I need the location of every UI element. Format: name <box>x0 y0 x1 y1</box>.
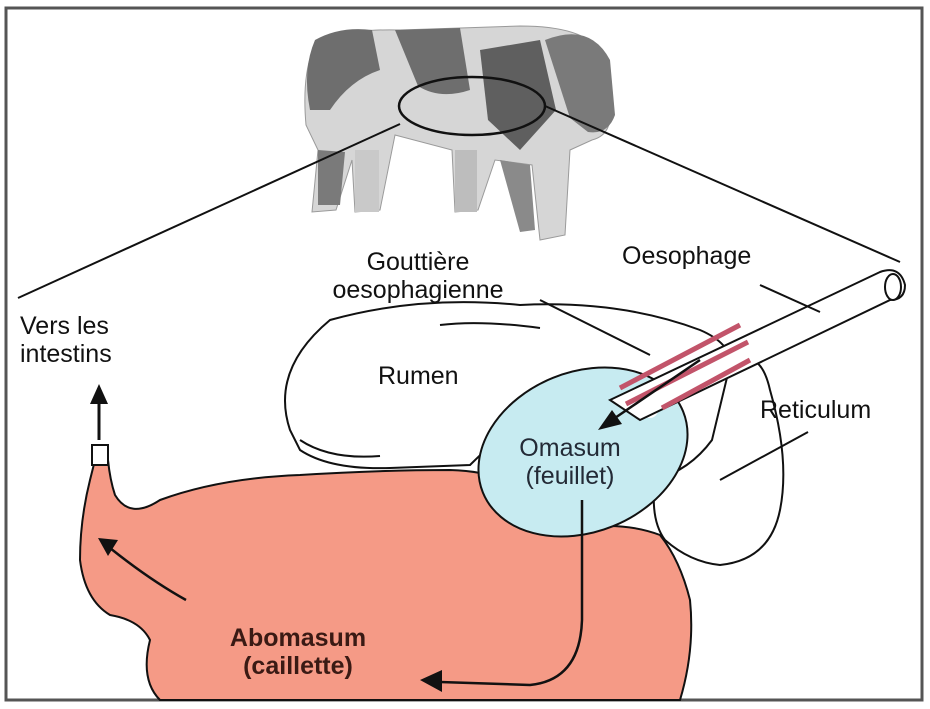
label-vers-intestins: Vers les intestins <box>20 312 112 368</box>
zoom-line-right <box>545 106 900 262</box>
label-omasum-line2: (feuillet) <box>480 462 660 490</box>
label-rumen: Rumen <box>378 362 459 390</box>
label-vers-line2: intestins <box>20 340 112 368</box>
calf-leg <box>455 150 477 212</box>
label-gouttiere-line1: Gouttière <box>318 248 518 276</box>
arrowhead <box>90 384 108 404</box>
duodenum-tube <box>92 445 108 465</box>
label-omasum-line1: Omasum <box>480 434 660 462</box>
label-gouttiere: Gouttière oesophagienne <box>318 248 518 304</box>
label-abomasum-line1: Abomasum <box>198 624 398 652</box>
label-vers-line1: Vers les <box>20 312 112 340</box>
calf-illustration <box>305 26 615 240</box>
label-abomasum-line2: (caillette) <box>198 652 398 680</box>
calf-patch <box>500 160 535 232</box>
label-oesophage: Oesophage <box>622 242 751 270</box>
oesophagus-opening <box>885 274 901 300</box>
calf-patch <box>318 150 345 205</box>
pointer-oesophage <box>760 285 820 312</box>
label-reticulum: Reticulum <box>760 396 871 424</box>
label-omasum: Omasum (feuillet) <box>480 434 660 490</box>
label-abomasum: Abomasum (caillette) <box>198 624 398 680</box>
label-gouttiere-line2: oesophagienne <box>318 276 518 304</box>
calf-leg <box>355 150 379 212</box>
